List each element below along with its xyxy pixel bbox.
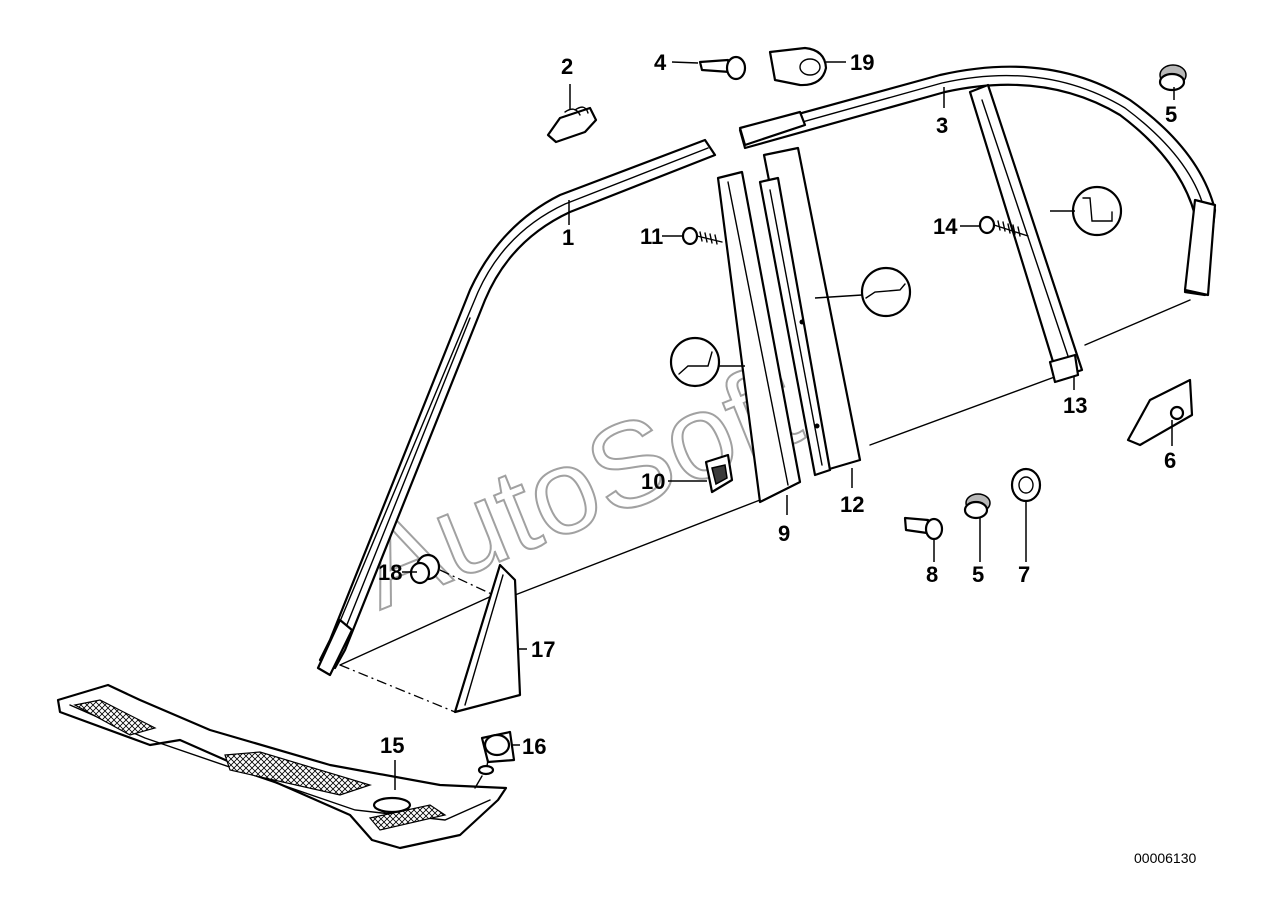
part-18-grommet — [409, 553, 441, 585]
callout-15: 15 — [380, 733, 404, 758]
part-6-bracket — [1126, 378, 1194, 447]
part-19-grommet — [768, 46, 828, 87]
part-2-clip — [546, 106, 598, 144]
assembly-lines — [339, 299, 1191, 713]
part-8-screw — [903, 516, 944, 541]
callout-7: 7 — [1018, 562, 1030, 587]
callout-13: 13 — [1063, 393, 1087, 418]
callout-2: 2 — [561, 54, 573, 79]
part-17-corner-trim — [453, 563, 522, 714]
part-16-clip — [474, 730, 516, 789]
callout-4: 4 — [654, 50, 667, 75]
callout-16: 16 — [522, 734, 546, 759]
callout-5-middle: 5 — [972, 562, 984, 587]
callout-1: 1 — [562, 225, 574, 250]
callout-labels: 2 4 19 3 5 1 11 14 13 6 10 9 12 8 5 7 18… — [378, 50, 1177, 759]
callout-18: 18 — [378, 560, 402, 585]
part-14-screw — [978, 215, 1029, 237]
callout-5-top: 5 — [1165, 102, 1177, 127]
part-5-plug-middle — [963, 493, 991, 520]
callout-14: 14 — [933, 214, 958, 239]
part-9-pillar-trim — [716, 170, 802, 504]
detail-circles — [669, 185, 1123, 388]
part-12-pillar-trim — [758, 146, 862, 477]
callout-8: 8 — [926, 562, 938, 587]
callout-19: 19 — [850, 50, 874, 75]
part-3-roof-molding — [738, 65, 1217, 297]
callout-3: 3 — [936, 113, 948, 138]
callout-17: 17 — [531, 637, 555, 662]
part-7-ring — [1010, 467, 1042, 503]
callout-10: 10 — [641, 469, 665, 494]
part-10-clip — [704, 453, 734, 494]
part-1-frame-molding — [316, 138, 717, 677]
part-13-rear-trim — [968, 83, 1084, 384]
callout-12: 12 — [840, 492, 864, 517]
callout-11: 11 — [640, 224, 663, 249]
part-11-screw — [681, 226, 723, 246]
part-15-cowl-panel — [56, 683, 508, 850]
document-number: 00006130 — [1134, 850, 1197, 866]
leader-lines — [394, 61, 1175, 790]
part-5-plug-top — [1158, 64, 1187, 92]
part-4-screw — [698, 55, 747, 81]
callout-6: 6 — [1164, 448, 1176, 473]
callout-9: 9 — [778, 521, 790, 546]
